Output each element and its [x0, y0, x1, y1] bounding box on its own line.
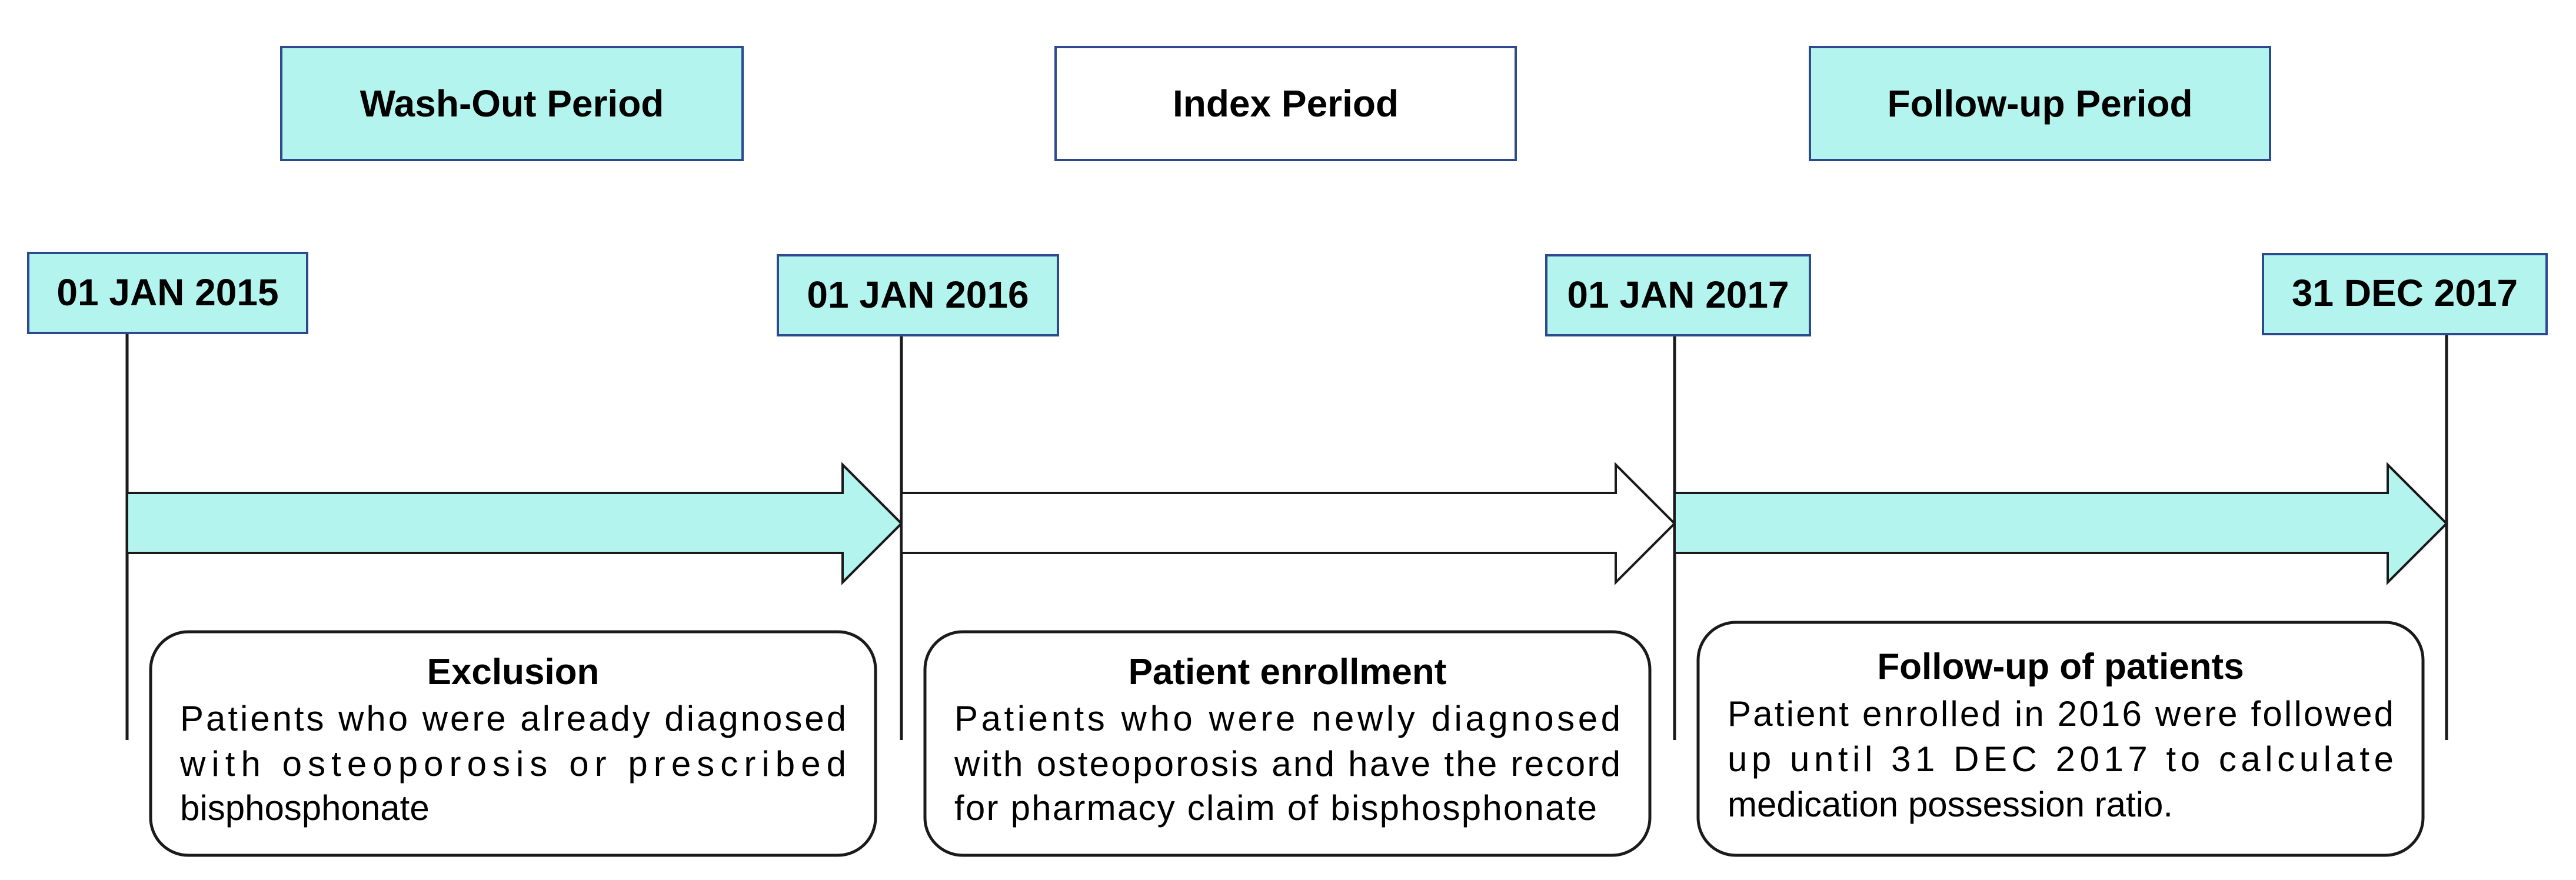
arrow-followup [1673, 462, 2448, 585]
arrow-index [900, 462, 1676, 585]
description-title: Patient enrollment [1129, 652, 1447, 692]
date-label-2016: 01 JAN 2016 [807, 274, 1029, 316]
description-line: Patients who were already diagnosed [180, 699, 846, 738]
period-box-washout [280, 46, 744, 161]
date-marker-end: 31 DEC 2017 [2262, 253, 2548, 335]
date-marker-2016: 01 JAN 2016 [777, 254, 1059, 336]
description-box-followup: Follow-up of patients Patient enrolled i… [1696, 621, 2425, 857]
description-title: Exclusion [427, 652, 600, 692]
description-line: up until 31 DEC 2017 to calculate [1728, 739, 2394, 779]
date-marker-2015: 01 JAN 2015 [27, 252, 308, 334]
period-label-followup: Follow-up Period [1887, 82, 2192, 125]
description-box-exclusion: Exclusion Patients who were already diag… [149, 630, 877, 857]
period-label-washout: Wash-Out Period [360, 82, 664, 125]
description-box-frame [923, 630, 1652, 857]
period-header-index: Index Period [1054, 46, 1517, 161]
period-header-washout: Wash-Out Period [280, 46, 744, 161]
description-box-frame [149, 630, 877, 857]
date-box-2015 [27, 252, 308, 334]
date-label-2017: 01 JAN 2017 [1567, 274, 1789, 316]
description-title: Follow-up of patients [1877, 646, 2244, 687]
date-label-end: 31 DEC 2017 [2292, 272, 2518, 314]
arrow-washout [126, 462, 903, 585]
period-box-followup [1809, 46, 2271, 161]
description-box-frame [1696, 621, 2425, 857]
date-label-2015: 01 JAN 2015 [56, 271, 278, 314]
description-line: for pharmacy claim of bisphosphonate [954, 788, 1597, 828]
description-line: bisphosphonate [180, 788, 430, 828]
description-line: with osteoporosis and have the record [954, 744, 1620, 784]
description-line: Patients who were newly diagnosed [954, 699, 1620, 738]
date-marker-2017: 01 JAN 2017 [1545, 254, 1811, 336]
period-label-index: Index Period [1173, 82, 1399, 125]
date-box-2016 [777, 254, 1059, 336]
description-line: medication possession ratio. [1728, 785, 2173, 824]
description-line: Patient enrolled in 2016 were followed [1728, 694, 2394, 734]
period-box-index [1054, 46, 1517, 161]
date-box-2017 [1545, 254, 1811, 336]
date-box-end [2262, 253, 2548, 335]
description-box-enrollment: Patient enrollment Patients who were new… [923, 630, 1652, 857]
period-header-followup: Follow-up Period [1809, 46, 2271, 161]
